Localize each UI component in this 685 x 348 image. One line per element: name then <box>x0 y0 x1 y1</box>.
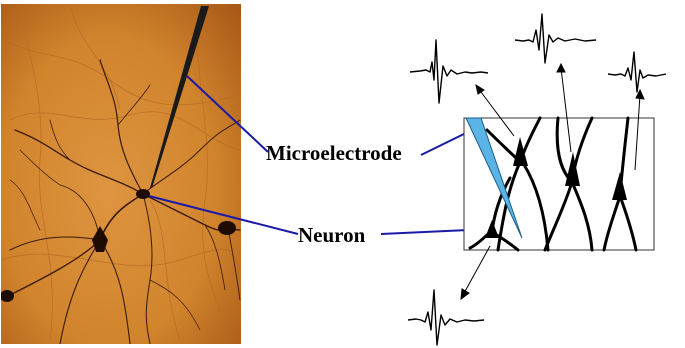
neuron-label: Neuron <box>298 223 366 247</box>
neuron-schematic <box>408 14 666 345</box>
spike-waveform-1 <box>410 40 488 103</box>
micrograph-photo <box>0 4 241 344</box>
spike-waveform-3 <box>608 52 666 92</box>
microelectrode-label: Microelectrode <box>266 141 402 165</box>
spike-waveform-2 <box>515 14 596 63</box>
spike-waveform-4 <box>408 290 484 345</box>
